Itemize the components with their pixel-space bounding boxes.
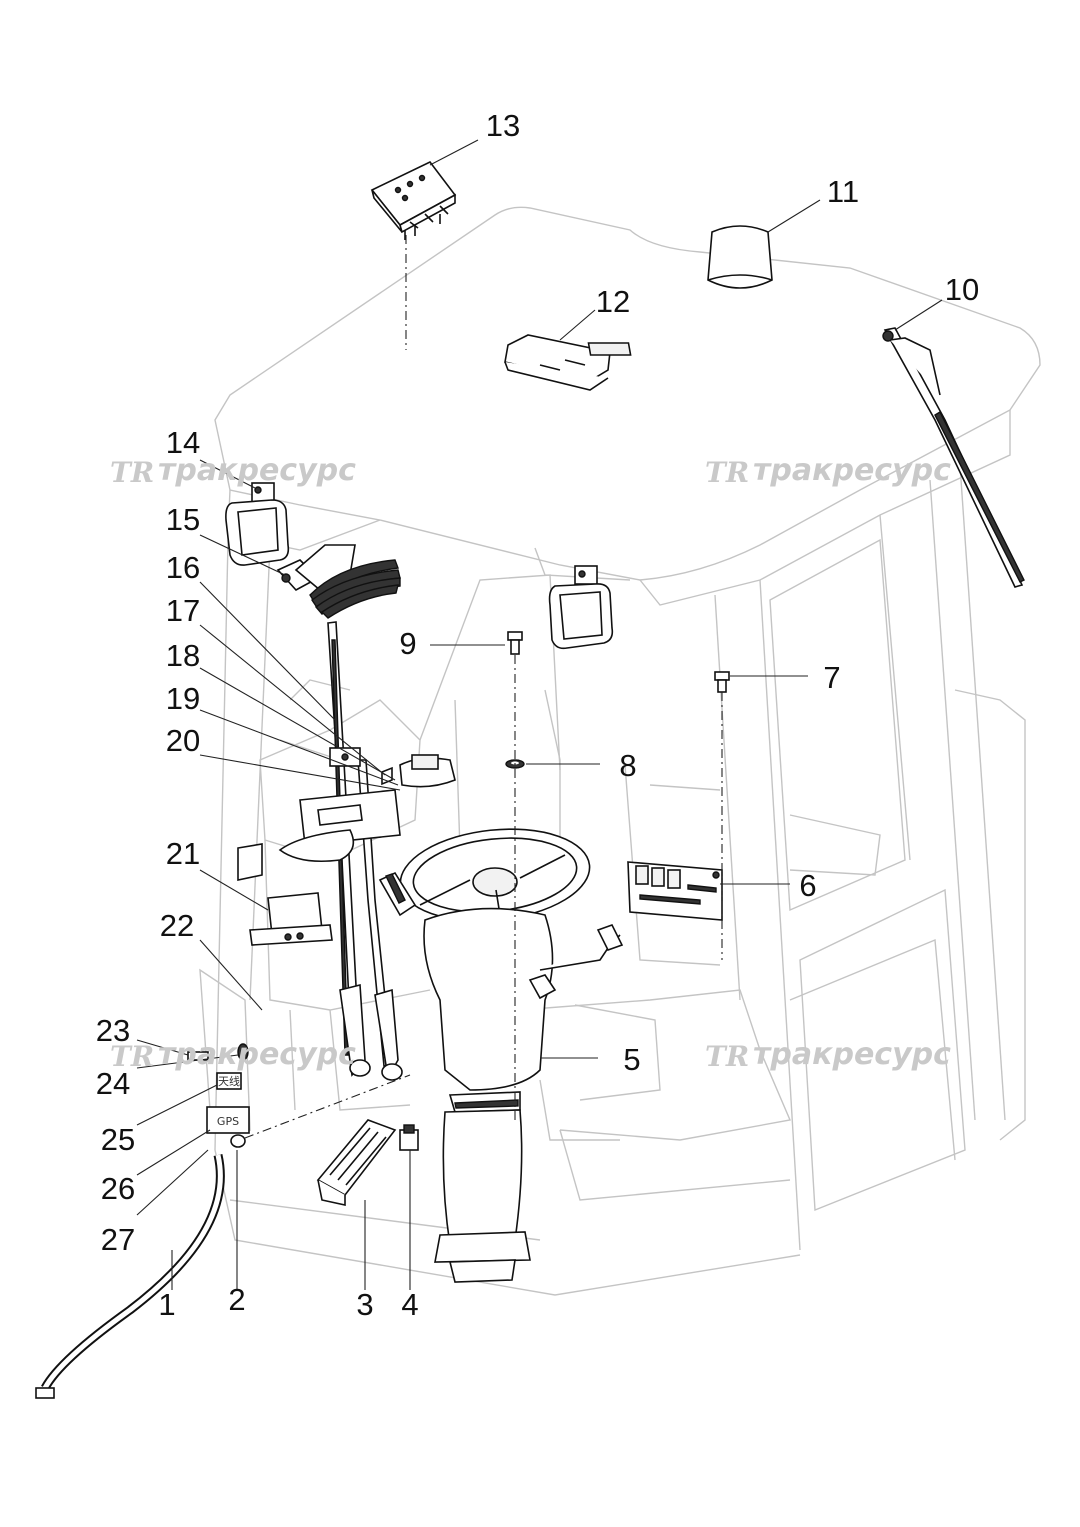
- part-9-bolt: [507, 631, 523, 655]
- part-6-control-board: [627, 861, 723, 921]
- callout-26: 26: [101, 1171, 135, 1206]
- callout-12: 12: [596, 284, 630, 319]
- callout-24: 24: [96, 1066, 130, 1101]
- callout-1: 1: [158, 1287, 175, 1322]
- watermark-1: TR тракресурс: [110, 453, 356, 489]
- watermark-text: тракресурс: [753, 453, 951, 488]
- right-work-lamp: [548, 565, 614, 650]
- callout-3: 3: [356, 1287, 373, 1322]
- part-12-dome-light: [504, 334, 632, 391]
- callout-6: 6: [799, 868, 816, 903]
- callout-17: 17: [166, 593, 200, 628]
- callout-8: 8: [619, 748, 636, 783]
- callout-10: 10: [945, 272, 979, 307]
- watermark-4: TR тракресурс: [705, 1037, 951, 1073]
- antenna-tag-text: 天线: [218, 1074, 240, 1088]
- part-26-gps-module: GPS: [206, 1106, 250, 1134]
- part-18-20-console-parts: [278, 754, 456, 863]
- callout-19: 19: [166, 681, 200, 716]
- watermark-text: тракресурс: [158, 453, 356, 488]
- callout-14: 14: [166, 425, 200, 460]
- part-2-connector: [230, 1134, 246, 1148]
- callout-numbers: 1 2 3 4 5 6 7 8 9 10 11 12 13 14 15 16 1…: [96, 108, 979, 1322]
- callout-16: 16: [166, 550, 200, 585]
- watermark-2: TR тракресурс: [705, 453, 951, 489]
- part-15-fan-assembly: [276, 544, 401, 619]
- watermark-logo: TR: [110, 1040, 154, 1073]
- callout-20: 20: [166, 723, 200, 758]
- callout-4: 4: [401, 1287, 418, 1322]
- callout-13: 13: [486, 108, 520, 143]
- watermark-3: TR тракресурс: [110, 1037, 356, 1073]
- gps-tag-text: GPS: [217, 1115, 239, 1128]
- watermark-text: тракресурс: [753, 1037, 951, 1072]
- part-13-roof-module: [370, 160, 457, 240]
- part-1-gps-cable: [35, 1154, 225, 1399]
- watermark-logo: TR: [705, 456, 749, 489]
- part-5-steering-column: [423, 907, 624, 1283]
- cab-outline: [199, 206, 1041, 1296]
- callout-25: 25: [101, 1122, 135, 1157]
- watermark-logo: TR: [110, 456, 154, 489]
- callout-7: 7: [823, 660, 840, 695]
- part-10-roof-wiper: [882, 327, 1025, 588]
- part-21-box: [237, 843, 333, 946]
- part-14-left-work-lamp: [225, 482, 290, 566]
- callout-5: 5: [623, 1042, 640, 1077]
- callout-2: 2: [228, 1282, 245, 1317]
- callout-15: 15: [166, 502, 200, 537]
- callout-21: 21: [166, 836, 200, 871]
- part-25-antenna-label: 天线: [216, 1072, 242, 1090]
- callout-22: 22: [160, 908, 194, 943]
- part-11-beacon: [707, 225, 773, 289]
- leader-lines: [136, 139, 943, 1290]
- callout-9: 9: [399, 626, 416, 661]
- callout-11: 11: [827, 174, 859, 209]
- part-3-pedal: [316, 1119, 397, 1206]
- watermark-logo: TR: [705, 1040, 749, 1073]
- callout-27: 27: [101, 1222, 135, 1257]
- part-4-switch: [399, 1124, 419, 1151]
- callout-23: 23: [96, 1013, 130, 1048]
- part-7-bolt: [714, 671, 730, 693]
- assembly-centerlines: [244, 235, 723, 1139]
- callout-18: 18: [166, 638, 200, 673]
- watermark-text: тракресурс: [158, 1037, 356, 1072]
